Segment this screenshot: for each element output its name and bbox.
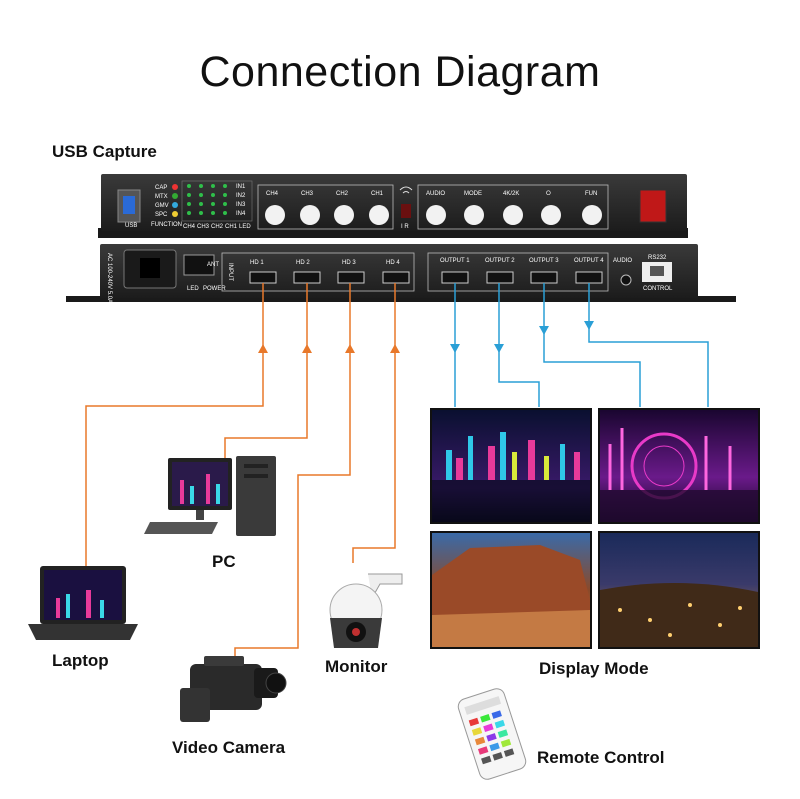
mode-button[interactable] <box>464 205 484 225</box>
svg-text:CH4: CH4 <box>183 224 196 230</box>
pc-label: PC <box>212 552 236 571</box>
laptop-icon <box>28 566 138 640</box>
input-lines <box>85 283 400 662</box>
front-panel: USB CAP MTX GMV SPC FUNCTION IN1 IN2 IN3… <box>98 174 688 238</box>
ch4-button[interactable] <box>265 205 285 225</box>
display-screens <box>430 408 760 649</box>
svg-text:AUDIO: AUDIO <box>426 191 445 197</box>
svg-text:OUTPUT 2: OUTPUT 2 <box>485 258 515 264</box>
svg-text:CH3: CH3 <box>197 224 210 230</box>
svg-text:CH2: CH2 <box>336 191 349 197</box>
4k2k-button[interactable] <box>503 205 523 225</box>
output-lines <box>450 283 709 407</box>
svg-text:CH2: CH2 <box>211 224 224 230</box>
svg-text:I R: I R <box>401 224 409 230</box>
usb-port-label: USB <box>125 223 137 229</box>
remote-control-label: Remote Control <box>537 748 665 767</box>
svg-text:MODE: MODE <box>464 191 482 197</box>
function-buttons: AUDIO MODE 4K/2K ⭘ FUN <box>426 190 602 225</box>
svg-text:FUN: FUN <box>585 191 597 197</box>
power-rocker-switch[interactable] <box>639 189 667 223</box>
channel-buttons: CH4 CH3 CH2 CH1 <box>265 191 389 225</box>
fun-button[interactable] <box>582 205 602 225</box>
ch1-button[interactable] <box>369 205 389 225</box>
ch2-button[interactable] <box>334 205 354 225</box>
svg-text:OUTPUT 3: OUTPUT 3 <box>529 258 559 264</box>
svg-text:SPC: SPC <box>155 212 168 218</box>
pc-icon <box>144 456 276 536</box>
audio-button[interactable] <box>426 205 446 225</box>
video-camera-label: Video Camera <box>172 738 286 757</box>
svg-text:INPUT: INPUT <box>227 263 233 281</box>
laptop-label: Laptop <box>52 651 109 670</box>
svg-text:FUNCTION: FUNCTION <box>151 222 182 228</box>
rear-panel: AC 100-240V 5.0A 60Hz ANT LED POWER INPU… <box>66 244 736 318</box>
led-grid: IN1 IN2 IN3 IN4 CH4 CH3 CH2 CH1 LED <box>181 180 253 230</box>
svg-text:CH1: CH1 <box>371 191 384 197</box>
svg-text:OUTPUT 4: OUTPUT 4 <box>574 258 604 264</box>
svg-text:HD 2: HD 2 <box>296 260 310 266</box>
svg-text:CH3: CH3 <box>301 191 314 197</box>
screen-city-skyline <box>430 408 592 524</box>
hdmi-inputs: HD 1 HD 2 HD 3 HD 4 <box>249 260 410 284</box>
device-label: USB Capture <box>52 142 157 161</box>
svg-text:GMV: GMV <box>155 203 169 209</box>
svg-text:RS232: RS232 <box>648 255 667 261</box>
screen-night-city <box>598 531 760 649</box>
ir-receiver: I R <box>399 186 413 230</box>
svg-text:CH4: CH4 <box>266 191 279 197</box>
svg-text:HD 1: HD 1 <box>250 260 264 266</box>
svg-text:MTX: MTX <box>155 194 168 200</box>
status-leds: CAP MTX GMV SPC FUNCTION <box>151 184 182 228</box>
svg-text:⭘: ⭘ <box>546 190 551 197</box>
svg-text:POWER: POWER <box>203 286 226 292</box>
svg-text:4K/2K: 4K/2K <box>503 191 519 197</box>
power-circle-button[interactable] <box>541 205 561 225</box>
security-camera-icon <box>329 573 403 648</box>
svg-text:IN3: IN3 <box>236 202 246 208</box>
svg-text:LED: LED <box>239 224 251 230</box>
remote-control-icon <box>457 688 527 780</box>
svg-text:ANT: ANT <box>207 262 219 268</box>
svg-text:CONTROL: CONTROL <box>643 286 673 292</box>
svg-text:IN4: IN4 <box>236 211 246 217</box>
svg-text:CH1: CH1 <box>225 224 238 230</box>
hdmi-outputs: OUTPUT 1 OUTPUT 2 OUTPUT 3 OUTPUT 4 <box>440 258 604 284</box>
diagram-title: Connection Diagram <box>199 48 601 96</box>
svg-text:OUTPUT 1: OUTPUT 1 <box>440 258 470 264</box>
video-camera-icon <box>180 656 287 722</box>
monitor-label: Monitor <box>325 657 388 676</box>
screen-desert-rock <box>430 531 592 649</box>
ac-label: AC 100-240V 5.0A 60Hz <box>106 253 112 318</box>
display-mode-label: Display Mode <box>539 659 649 678</box>
svg-text:LED: LED <box>187 286 199 292</box>
svg-text:HD 3: HD 3 <box>342 260 356 266</box>
ch3-button[interactable] <box>300 205 320 225</box>
svg-text:CAP: CAP <box>155 185 167 191</box>
svg-text:IN1: IN1 <box>236 184 246 190</box>
svg-text:IN2: IN2 <box>236 193 246 199</box>
svg-text:AUDIO: AUDIO <box>613 258 632 264</box>
svg-text:HD 4: HD 4 <box>386 260 400 266</box>
screen-ferris-wheel <box>598 408 760 524</box>
